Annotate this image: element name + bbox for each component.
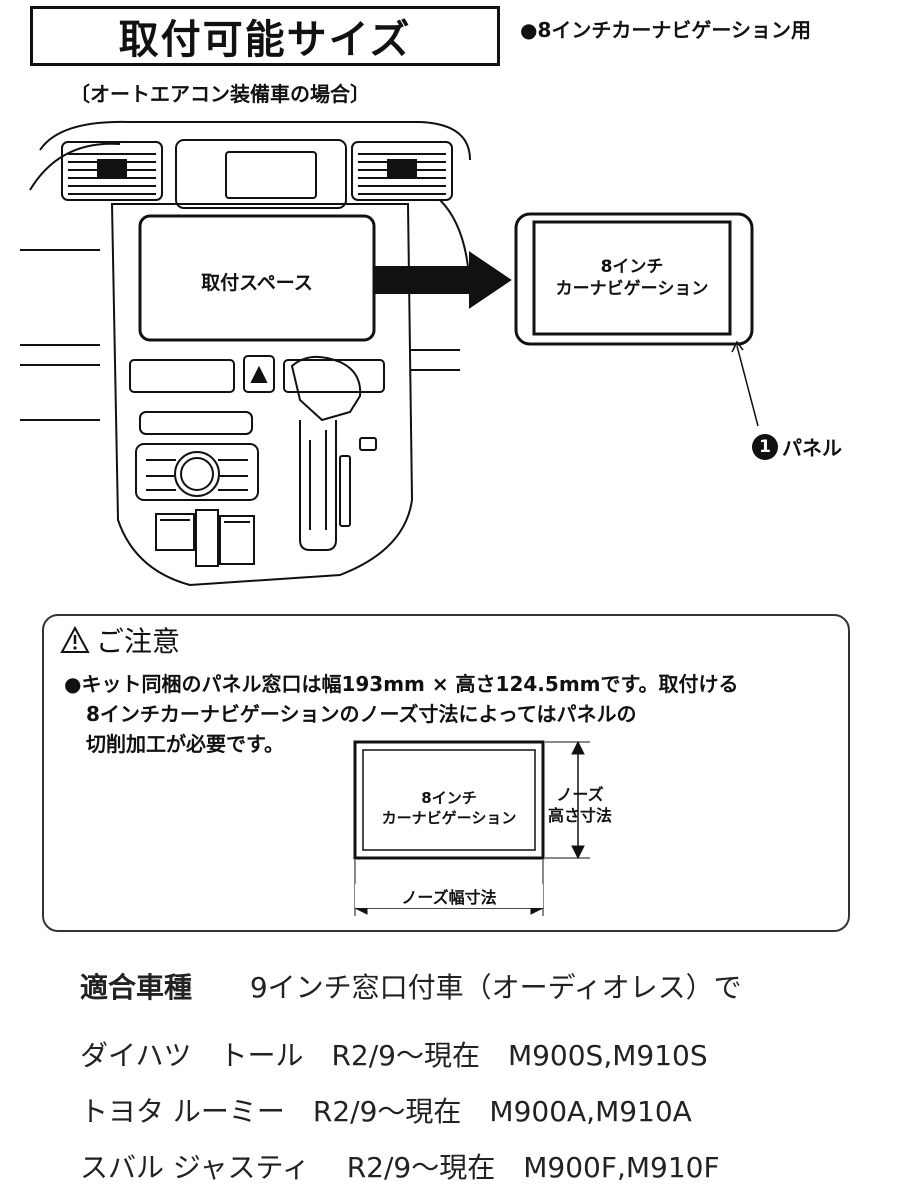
hazard-icon <box>250 365 268 383</box>
panel-callout: 1 パネル <box>752 432 842 461</box>
nose-outer-frame <box>353 740 545 860</box>
navi-unit-diagram <box>514 212 759 427</box>
bottom-switch-mid <box>195 509 219 567</box>
panel-number-badge: 1 <box>752 433 778 460</box>
warning-icon <box>60 626 90 653</box>
page-title: 取付可能サイズ <box>30 6 500 66</box>
condition-note: 〔オートエアコン装備車の場合〕 <box>70 82 370 106</box>
nose-navi-label: 8インチ カーナビゲーション <box>363 788 535 828</box>
climate-top-bar <box>139 411 253 435</box>
small-switch <box>359 437 377 451</box>
height-extension-lines <box>545 741 590 859</box>
side-slot <box>339 455 351 527</box>
navi-label-line1: 8インチ <box>600 257 664 277</box>
nose-navi-label-line2: カーナビゲーション <box>381 809 517 827</box>
notice-heading: ご注意 <box>60 620 180 660</box>
shift-gate-inner <box>309 430 327 530</box>
notice-line-1: ●キット同梱のパネル窓口は幅193mm × 高さ124.5mmです。取付ける <box>64 672 739 696</box>
compat-row-toyota: トヨタ ルーミー R2/9～現在 M900A,M910A <box>80 1095 692 1128</box>
notice-box <box>42 614 850 932</box>
right-air-vent <box>351 141 453 201</box>
navi-label: 8インチ カーナビゲーション <box>534 256 730 300</box>
nose-width-label: ノーズ幅寸法 <box>355 884 543 908</box>
nose-height-label: ノーズ 高さ寸法 <box>548 784 612 826</box>
bottom-switch-left <box>155 513 195 551</box>
notice-line-2: 8インチカーナビゲーションのノーズ寸法によってはパネルの <box>86 702 637 726</box>
shift-gate <box>299 420 337 551</box>
compat-heading: 適合車種 <box>80 971 193 1004</box>
notice-line-3: 切削加工が必要です。 <box>86 732 284 756</box>
left-slot <box>129 359 235 393</box>
dash-top-outline <box>39 120 471 161</box>
dash-left-curve <box>29 142 121 191</box>
mount-space-label: 取付スペース <box>201 272 313 294</box>
usage-note: ●8インチカーナビゲーション用 <box>520 18 811 42</box>
compat-row-daihatsu: ダイハツ トール R2/9～現在 M900S,M910S <box>80 1039 708 1072</box>
nose-inner-frame <box>362 749 536 851</box>
compat-heading-note: 9インチ窓口付車（オーディオレス）で <box>249 971 742 1004</box>
center-console-outline <box>110 203 414 587</box>
upper-display-bezel <box>175 139 347 209</box>
right-slot <box>283 359 385 393</box>
panel-outer <box>514 212 754 346</box>
climate-dial <box>174 451 220 497</box>
climate-dial-inner <box>180 457 214 491</box>
nose-dimension-diagram <box>353 740 590 916</box>
navi-label-line2: カーナビゲーション <box>555 279 709 299</box>
climate-panel <box>135 443 259 501</box>
nose-width-label-text: ノーズ幅寸法 <box>397 888 501 907</box>
height-arrowheads <box>571 740 585 860</box>
arrow-icon <box>374 251 512 309</box>
dashboard-illustration <box>20 120 512 587</box>
panel-leader-line <box>736 345 759 427</box>
notice-heading-text: ご注意 <box>96 625 181 658</box>
panel-label: パネル <box>782 436 842 460</box>
compat-row-subaru: スバル ジャスティ R2/9～現在 M900F,M910F <box>80 1151 720 1184</box>
panel-window <box>532 220 732 336</box>
bottom-switch-right <box>219 515 255 565</box>
nose-height-label-line2: 高さ寸法 <box>548 806 613 825</box>
hazard-switch <box>243 355 275 393</box>
left-air-vent <box>61 141 163 201</box>
compat-heading-row: 適合車種 9インチ窓口付車（オーディオレス）で <box>80 966 742 1006</box>
nose-height-label-line1: ノーズ <box>556 785 604 804</box>
upper-display <box>225 151 317 199</box>
shift-knob <box>290 355 362 422</box>
nose-navi-label-line1: 8インチ <box>421 789 477 807</box>
